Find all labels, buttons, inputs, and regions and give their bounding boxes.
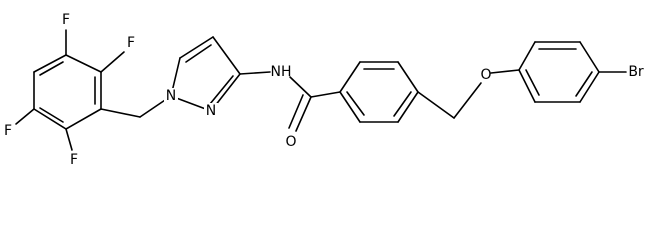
fluorine-label-left: F (4, 123, 12, 139)
amide-nh-label: NH (271, 64, 292, 80)
methylene-ether-linker (417, 69, 520, 119)
atom-labels: F F F F N N NH O O Br (4, 12, 644, 168)
pyrazole-ring (170, 36, 241, 112)
benzyl-linker (100, 95, 172, 118)
central-benzene-ring (339, 61, 419, 123)
amide-group (239, 71, 341, 132)
fluorine-label-top-left: F (62, 12, 70, 28)
fluorine-label-bottom: F (70, 152, 78, 168)
bromine-label: Br (628, 64, 644, 80)
fluorine-label-top-right: F (127, 35, 135, 51)
molecule-structure: F F F F N N NH O O Br (4, 12, 644, 168)
pyrazole-n2-label: N (206, 103, 216, 119)
tetrafluorophenyl-ring (33, 54, 102, 130)
ether-oxygen-label: O (480, 67, 491, 83)
bromophenyl-ring (518, 41, 600, 103)
fluorine-bonds (15, 29, 125, 151)
carbonyl-oxygen-label: O (285, 134, 296, 150)
pyrazole-n1-label: N (166, 88, 176, 104)
